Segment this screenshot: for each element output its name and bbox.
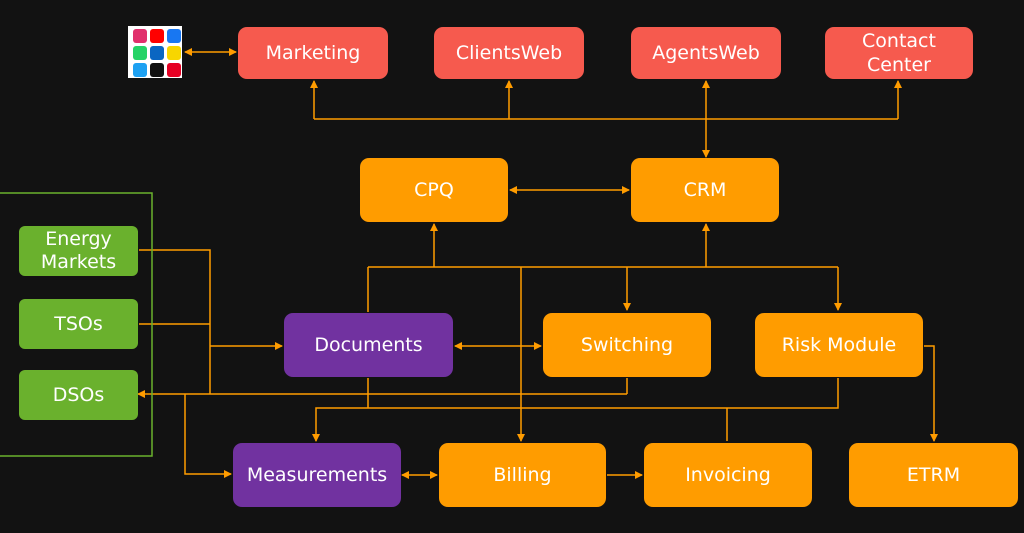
external-frame xyxy=(0,192,153,457)
risk-module-node: Risk Module xyxy=(755,313,923,377)
energy-markets-line1: Energy xyxy=(45,228,112,250)
marketing-node: Marketing xyxy=(238,27,388,79)
switching-node: Switching xyxy=(543,313,711,377)
cpq-node: CPQ xyxy=(360,158,508,222)
crm-node: CRM xyxy=(631,158,779,222)
documents-node: Documents xyxy=(284,313,453,377)
youtube-icon xyxy=(150,29,164,43)
clientsweb-node: ClientsWeb xyxy=(434,27,584,79)
etrm-node: ETRM xyxy=(849,443,1018,507)
energy-markets-feed xyxy=(139,249,211,394)
dsos-to-measurements xyxy=(184,394,232,478)
billing-node: Billing xyxy=(439,443,606,507)
invoicing-node: Invoicing xyxy=(644,443,812,507)
energy-markets-line2: Markets xyxy=(40,251,117,273)
energy-markets-node: Energy Markets xyxy=(19,226,138,276)
instagram-icon xyxy=(133,29,147,43)
risk-to-etrm xyxy=(924,345,938,442)
pinterest-icon xyxy=(167,63,181,77)
facebook-icon xyxy=(167,29,181,43)
tiktok-icon xyxy=(150,63,164,77)
contact-center-line2: Center xyxy=(867,54,931,76)
measurements-node: Measurements xyxy=(233,443,401,507)
dsos-node: DSOs xyxy=(19,370,138,420)
linkedin-icon xyxy=(150,46,164,60)
whatsapp-icon xyxy=(133,46,147,60)
twitter-icon xyxy=(133,63,147,77)
agentsweb-node: AgentsWeb xyxy=(631,27,781,79)
risk-to-measurements xyxy=(312,378,839,442)
snapchat-icon xyxy=(167,46,181,60)
contact-center-line1: Contact xyxy=(862,30,936,52)
tsos-node: TSOs xyxy=(19,299,138,349)
contact-center-node: Contact Center xyxy=(825,27,973,79)
social-media-icons xyxy=(128,26,182,78)
